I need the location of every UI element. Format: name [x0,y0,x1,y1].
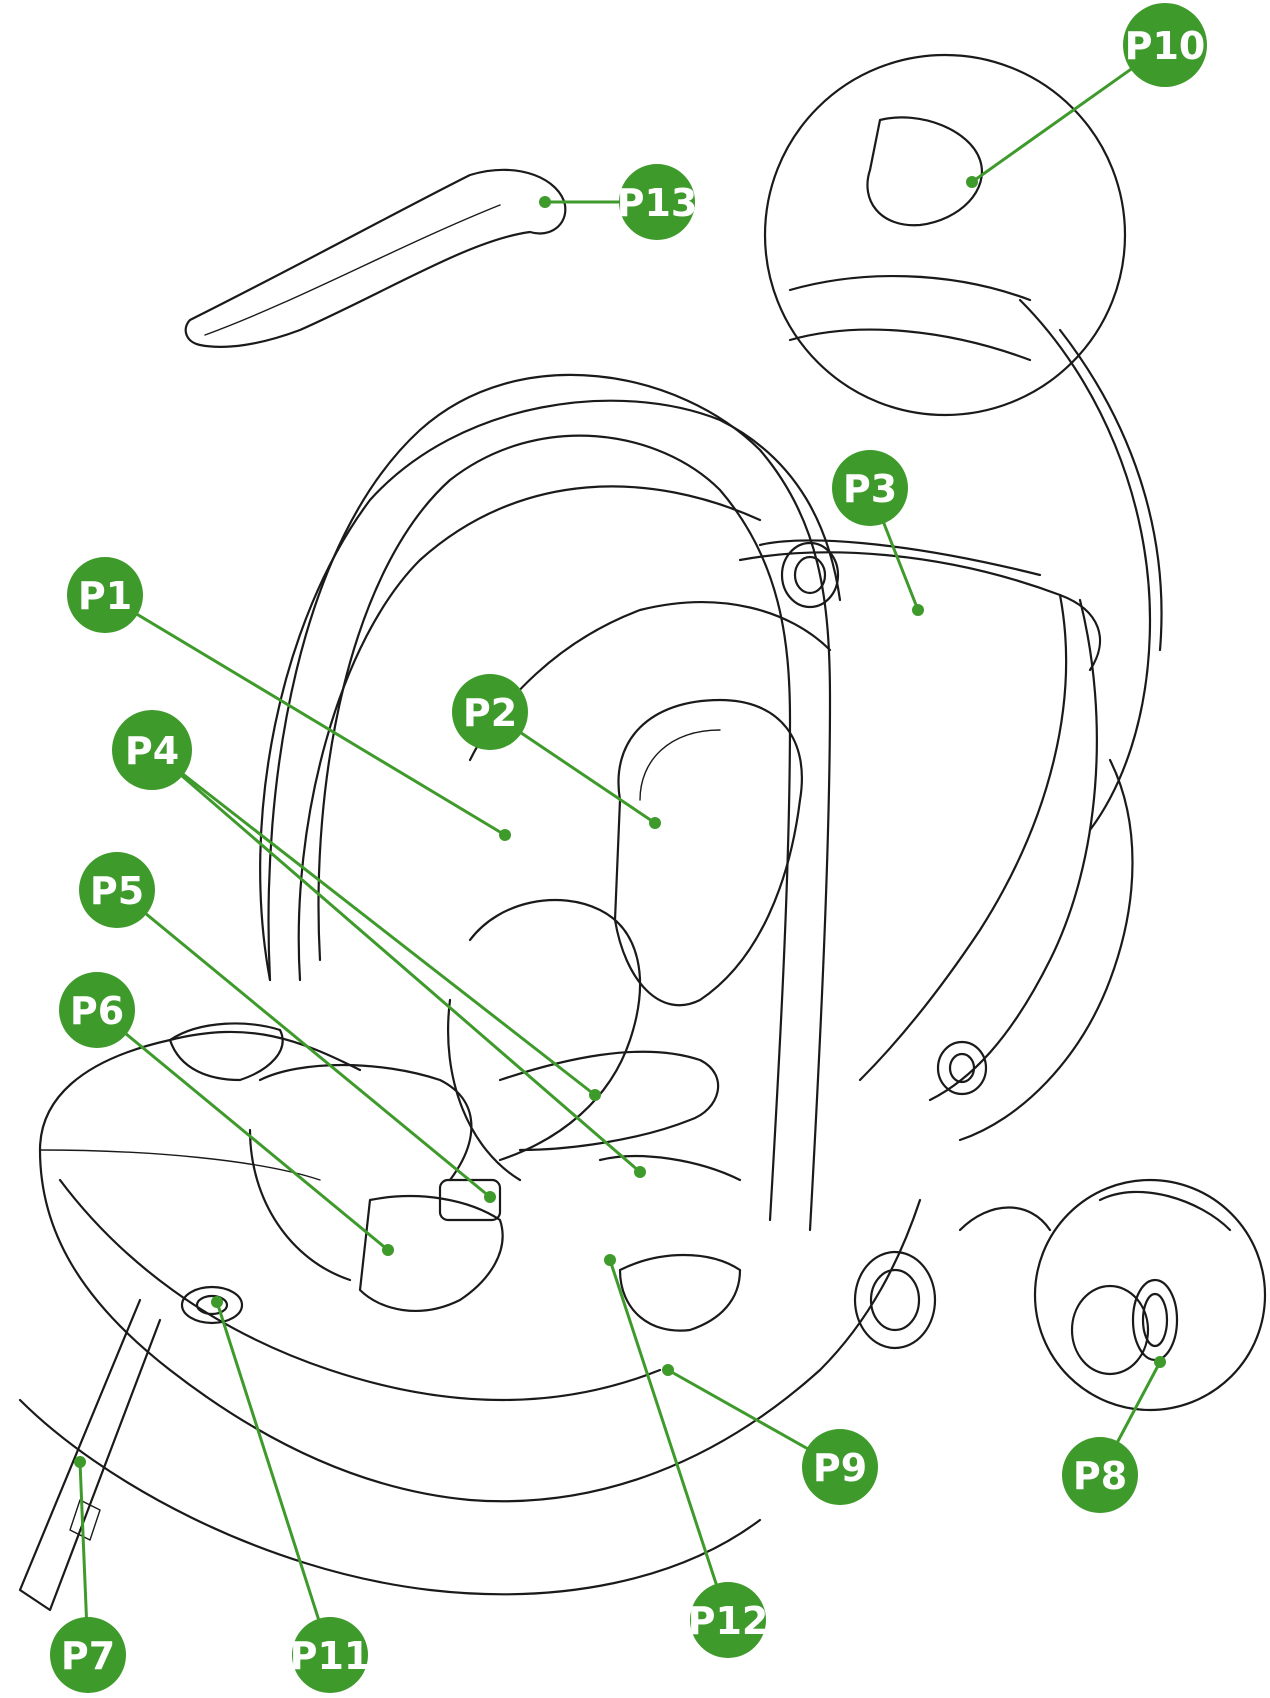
headrest [613,698,803,1007]
label-text: P5 [90,869,144,913]
label-text: P11 [290,1634,371,1678]
seat-insert [248,898,742,1312]
label-badge [690,1582,766,1658]
callout-p2: P2 [452,674,661,829]
label-text: P1 [78,574,132,618]
callout-p1: P1 [67,557,511,841]
label-badge [67,557,143,633]
label-text: P6 [70,989,124,1033]
label-badge [1062,1437,1138,1513]
callout-p11: P11 [211,1296,370,1693]
label-text: P13 [617,181,698,225]
detail-circle-top [763,53,1163,832]
label-badge [832,450,908,526]
label-badge [79,852,155,928]
callout-p10: P10 [966,3,1207,188]
label-badge [292,1617,368,1693]
label-text: P8 [1073,1454,1127,1498]
leader-line [95,1008,390,1252]
label-text: P2 [463,691,517,735]
leader-endpoint-dot [484,1191,496,1203]
callout-p12: P12 [604,1254,768,1658]
leader-line [150,748,642,1174]
leader-endpoint-dot [912,604,924,616]
adjuster-strap [18,1298,162,1612]
leader-endpoint-dot [499,829,511,841]
callout-p8: P8 [1062,1356,1166,1513]
leader-endpoint-dot [589,1089,601,1101]
callout-p13: P13 [539,164,697,240]
label-text: P3 [843,467,897,511]
belt-guides [168,1022,742,1332]
leader-line [103,593,507,837]
label-badge [1123,3,1207,87]
leader-endpoint-dot [382,1244,394,1256]
label-text: P10 [1125,24,1206,68]
callout-p9: P9 [662,1364,878,1505]
label-badge [50,1617,126,1693]
leader-endpoint-dot [634,1166,646,1178]
leader-endpoint-dot [211,1296,223,1308]
seat-canopy [259,399,1102,1082]
label-badge [619,164,695,240]
leader-endpoint-dot [604,1254,616,1266]
callout-p4: P4 [112,710,646,1178]
leader-line [215,1300,332,1657]
label-badge [802,1429,878,1505]
label-badge [112,710,192,790]
leader-line [150,748,597,1097]
callout-p3: P3 [832,450,924,616]
label-text: P4 [125,729,179,773]
callout-p7: P7 [50,1456,126,1693]
leader-endpoint-dot [649,817,661,829]
label-badge [452,674,528,750]
callout-p6: P6 [59,972,394,1256]
car-seat-line-art [18,53,1267,1612]
leader-line [115,888,492,1199]
callout-p5: P5 [79,852,496,1203]
side-wing [928,598,1134,1142]
canopy-handle-part [184,168,567,348]
leader-endpoint-dot [662,1364,674,1376]
label-text: P12 [688,1599,769,1643]
label-text: P7 [61,1634,115,1678]
label-text: P9 [813,1446,867,1490]
leader-endpoint-dot [74,1456,86,1468]
carry-handle [267,373,937,1350]
leader-endpoint-dot [1154,1356,1166,1368]
leader-endpoint-dot [539,196,551,208]
detail-circle-bottom [958,1178,1267,1412]
leader-line [608,1258,730,1622]
label-badge [59,972,135,1048]
leader-endpoint-dot [966,176,978,188]
